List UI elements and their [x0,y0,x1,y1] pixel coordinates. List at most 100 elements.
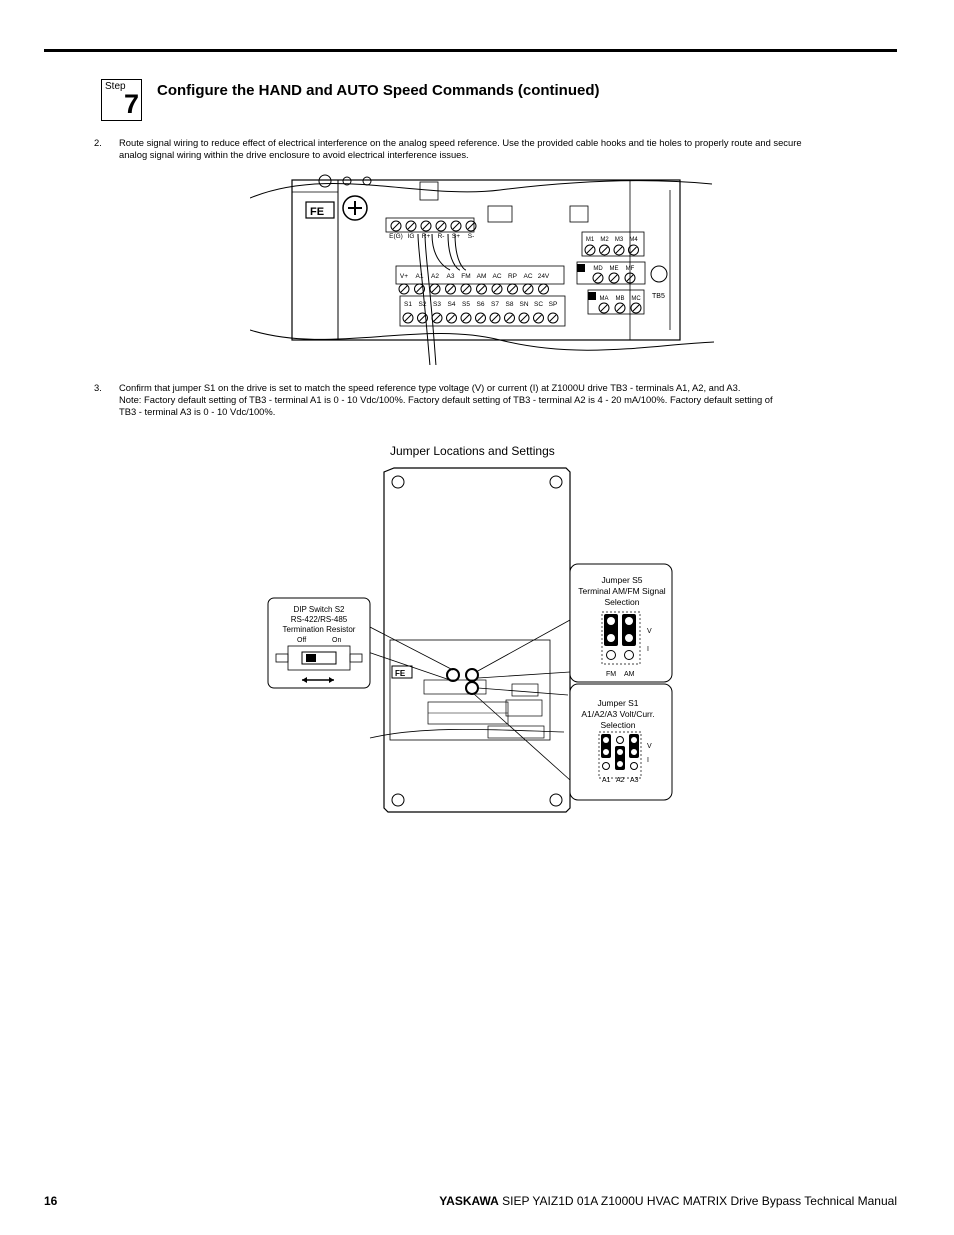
screw-slot [433,314,441,322]
screw-slot [506,314,513,322]
screw-slot [404,314,412,322]
terminal-label: E(G) [389,233,403,240]
s5-line3: Selection [605,597,640,607]
terminal-label: MD [593,266,603,272]
screw-slot [467,222,475,230]
terminal-screw-icon [547,312,559,324]
terminal-screw-icon [417,312,428,324]
terminal-screw-icon [446,312,457,324]
terminal-label: SP [549,301,558,308]
terminal-screw-icon [445,283,456,295]
terminal-screw-icon [489,312,501,324]
footer-manual-title: SIEP YAIZ1D 01A Z1000U HVAC MATRIX Drive… [498,1194,897,1208]
footer-brand: YASKAWA [439,1194,499,1208]
terminal-screw-icon [402,312,414,324]
terminal-screw-icon [624,272,636,284]
screw-slot [431,285,439,293]
terminal-screw-icon [598,302,610,314]
s5-line2: Terminal AM/FM Signal [578,586,665,596]
terminal-screw-icon [491,283,503,295]
screw-slot [630,246,637,254]
paragraph-line: Note: Factory default setting of TB3 - t… [119,394,773,406]
terminal-screw-icon [420,220,432,232]
top-rule [44,49,897,52]
s1-v-label: V [647,743,652,750]
screw-slot [416,285,423,293]
paragraph-line: analog signal wiring within the drive en… [119,149,469,161]
screw-slot [616,304,624,312]
screw-slot [626,274,634,282]
s5-v-label: V [647,628,652,635]
terminal-label: M3 [615,237,624,243]
screw-slot [615,246,623,254]
fe-label-box [305,201,335,219]
screw-slot [462,285,470,293]
screw-slot [478,285,485,293]
terminal-label: MB [616,296,625,302]
dip-switch-callout [267,597,371,689]
screw-slot [407,222,415,230]
terminal-label: IG [408,233,415,240]
terminal-label: AM [477,273,487,280]
screw-slot [448,314,455,322]
fe-label: FE [310,206,324,218]
terminal-label: S6 [477,301,485,308]
dip-switch-slider [306,654,316,662]
screw-slot [477,314,484,322]
terminal-screw-icon [390,220,402,232]
s5-am-label: AM [624,671,635,678]
s5-location-marker [465,668,479,682]
tb5-screw-icon [650,265,668,283]
s1-line2: A1/A2/A3 Volt/Curr. [581,709,654,719]
terminal-label: M2 [600,237,609,243]
terminal-screw-icon [613,244,625,256]
terminal-label: S8 [506,301,514,308]
terminal-label: S4 [448,301,456,308]
terminal-label: A1 [416,273,424,280]
step-badge: Step 7 [101,79,142,121]
terminal-label: ME [610,266,619,272]
terminal-screw-icon [522,283,534,295]
dip-on-label: On [332,637,341,644]
terminal-label: R- [438,233,445,240]
screw-slot [520,314,528,322]
screw-slot [419,314,426,322]
terminal-screw-icon [435,220,447,232]
screw-slot [586,246,594,254]
terminal-screw-icon [518,312,530,324]
dip-line3: Termination Resistor [283,625,356,634]
terminal-screw-icon [507,283,518,295]
paragraph-number: 2. [94,137,102,148]
terminal-label: AC [492,273,501,280]
terminal-label: V+ [400,273,408,280]
screw-slot [594,274,602,282]
screw-slot [400,285,408,293]
terminal-label: RP [508,273,517,280]
terminal-screw-icon [465,220,477,232]
screw-slot [392,222,400,230]
terminal-label: A2 [431,273,439,280]
screw-slot [601,246,608,254]
s5-i-label: I [647,646,649,653]
ground-screw-icon [342,195,368,221]
terminal-screw-icon [460,312,472,324]
terminal-screw-icon [450,220,462,232]
terminal-label: M1 [586,237,595,243]
paragraph-line: Confirm that jumper S1 on the drive is s… [119,382,741,393]
terminal-screw-icon [592,272,604,284]
paragraph-body: Confirm that jumper S1 on the drive is s… [119,382,773,419]
terminal-screw-icon [405,220,417,232]
screw-slot [437,222,445,230]
s2-location-marker [446,668,460,682]
jumper-s5-callout [569,563,673,683]
terminal-label: S+ [452,233,460,240]
screw-slot [509,285,516,293]
screw-slot [600,304,608,312]
page-number: 16 [44,1194,58,1208]
terminal-screw-icon [608,272,620,284]
screw-slot [422,222,430,230]
paragraph-number: 3. [94,382,102,393]
